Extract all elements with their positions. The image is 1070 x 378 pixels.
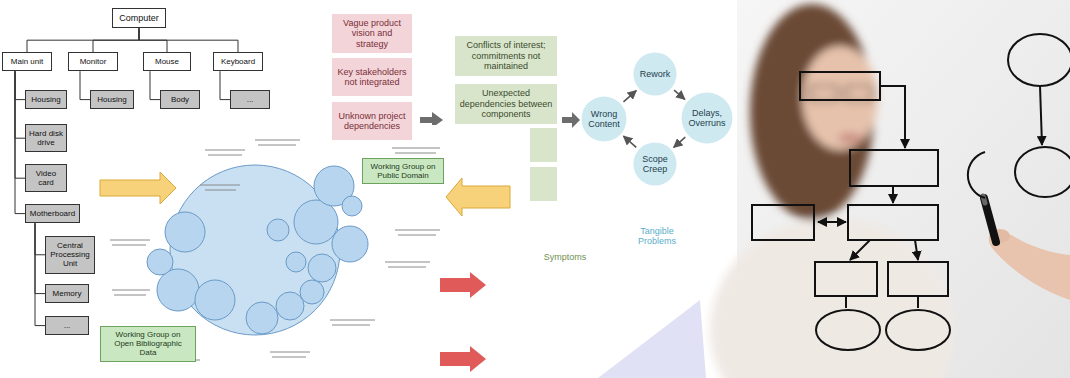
light-streak (598, 300, 706, 378)
part-box: Body (160, 90, 200, 109)
cause-box: Key stakeholders not integrated (332, 58, 412, 96)
bubble-diagram (100, 140, 510, 372)
cycle-arrow (674, 137, 686, 147)
cause-box: Unknown project dependencies (332, 102, 412, 140)
working-group-box: Working Group on Open Bibliographic Data (100, 326, 196, 362)
cycle-arrow (623, 136, 636, 147)
node-text: Key stakeholders not integrated (336, 67, 408, 88)
node-text: Vague product vision and strategy (336, 18, 408, 49)
node-text: Unknown project dependencies (336, 111, 408, 132)
cause-box: Vague product vision and strategy (332, 14, 412, 53)
part-box: Video card (25, 164, 67, 192)
node-text: Housing (93, 95, 131, 104)
node-text: Central Processing Unit (48, 241, 92, 269)
node-text: Housing (28, 95, 64, 104)
tree-line (35, 223, 45, 255)
part-box: Housing (90, 90, 134, 109)
node-text: Scope Creep (635, 154, 675, 175)
tree-line (220, 71, 230, 99)
node-text: Working Group on Open Bibliographic Data (105, 330, 191, 358)
symptom-box: Conflicts of interest; commitments not m… (455, 36, 557, 76)
section-title: Symptoms (535, 252, 595, 262)
bubble-panel (95, 125, 530, 378)
cycle-arrow (674, 90, 685, 99)
node-text: Memory (48, 289, 86, 298)
tree-line (15, 71, 25, 138)
tree-box: Main unit (2, 52, 52, 71)
drawn-flowchart (752, 34, 1070, 350)
person-figure (710, 4, 954, 378)
node-text: Wrong Content (583, 109, 625, 130)
tree-line (139, 28, 238, 52)
part-box: Memory (45, 284, 89, 303)
tree-line (27, 28, 139, 52)
node-text: Main unit (6, 57, 48, 66)
node-text: Body (163, 95, 197, 104)
node-text: Rework (635, 69, 675, 79)
node-text: Mouse (147, 57, 187, 66)
part-box: Central Processing Unit (45, 236, 95, 274)
node-text: ... (48, 321, 86, 330)
tree-line (35, 223, 45, 325)
node-text: Keyboard (217, 57, 259, 66)
part-box: Housing (25, 90, 67, 109)
node-text: Working Group on Public Domain (367, 162, 439, 180)
group-arrow (562, 112, 580, 128)
node-text: ... (233, 95, 267, 104)
problem-circle: Rework (633, 52, 677, 96)
tree-line (35, 223, 45, 293)
part-box: Hard disk drive (25, 124, 67, 152)
node-text: Motherboard (28, 209, 77, 218)
problem-circle: Delays, Overruns (681, 92, 733, 144)
tree-line (15, 71, 25, 99)
node-text: Monitor (72, 57, 114, 66)
node-text: Delays, Overruns (683, 108, 731, 129)
node-text: Computer (118, 13, 160, 23)
node-text: Hard disk drive (28, 129, 64, 147)
tree-box: Mouse (143, 52, 191, 71)
tree-line (15, 71, 25, 213)
tree-box: Computer (112, 8, 166, 28)
cycle-arrow (623, 91, 636, 102)
node-text: Conflicts of interest; commitments not m… (459, 40, 553, 71)
tree-box: Keyboard (213, 52, 263, 71)
part-box: ... (230, 90, 270, 109)
tree-box: Monitor (68, 52, 118, 71)
symptom-box: Unexpected dependencies between componen… (455, 84, 557, 124)
working-group-box: Working Group on Public Domain (362, 158, 444, 184)
tree-line (93, 28, 139, 52)
tree-line (150, 71, 160, 99)
problem-circle: Scope Creep (633, 142, 677, 186)
node-text: Unexpected dependencies between componen… (459, 88, 553, 119)
hand-with-marker (983, 196, 1070, 300)
part-box: ... (45, 316, 89, 335)
tree-line (15, 71, 25, 178)
node-text: Video card (28, 169, 64, 187)
part-box: Motherboard (25, 204, 80, 223)
problem-circle: Wrong Content (581, 96, 627, 142)
section-title: Tangible Problems (622, 226, 692, 247)
tree-line (80, 71, 90, 99)
